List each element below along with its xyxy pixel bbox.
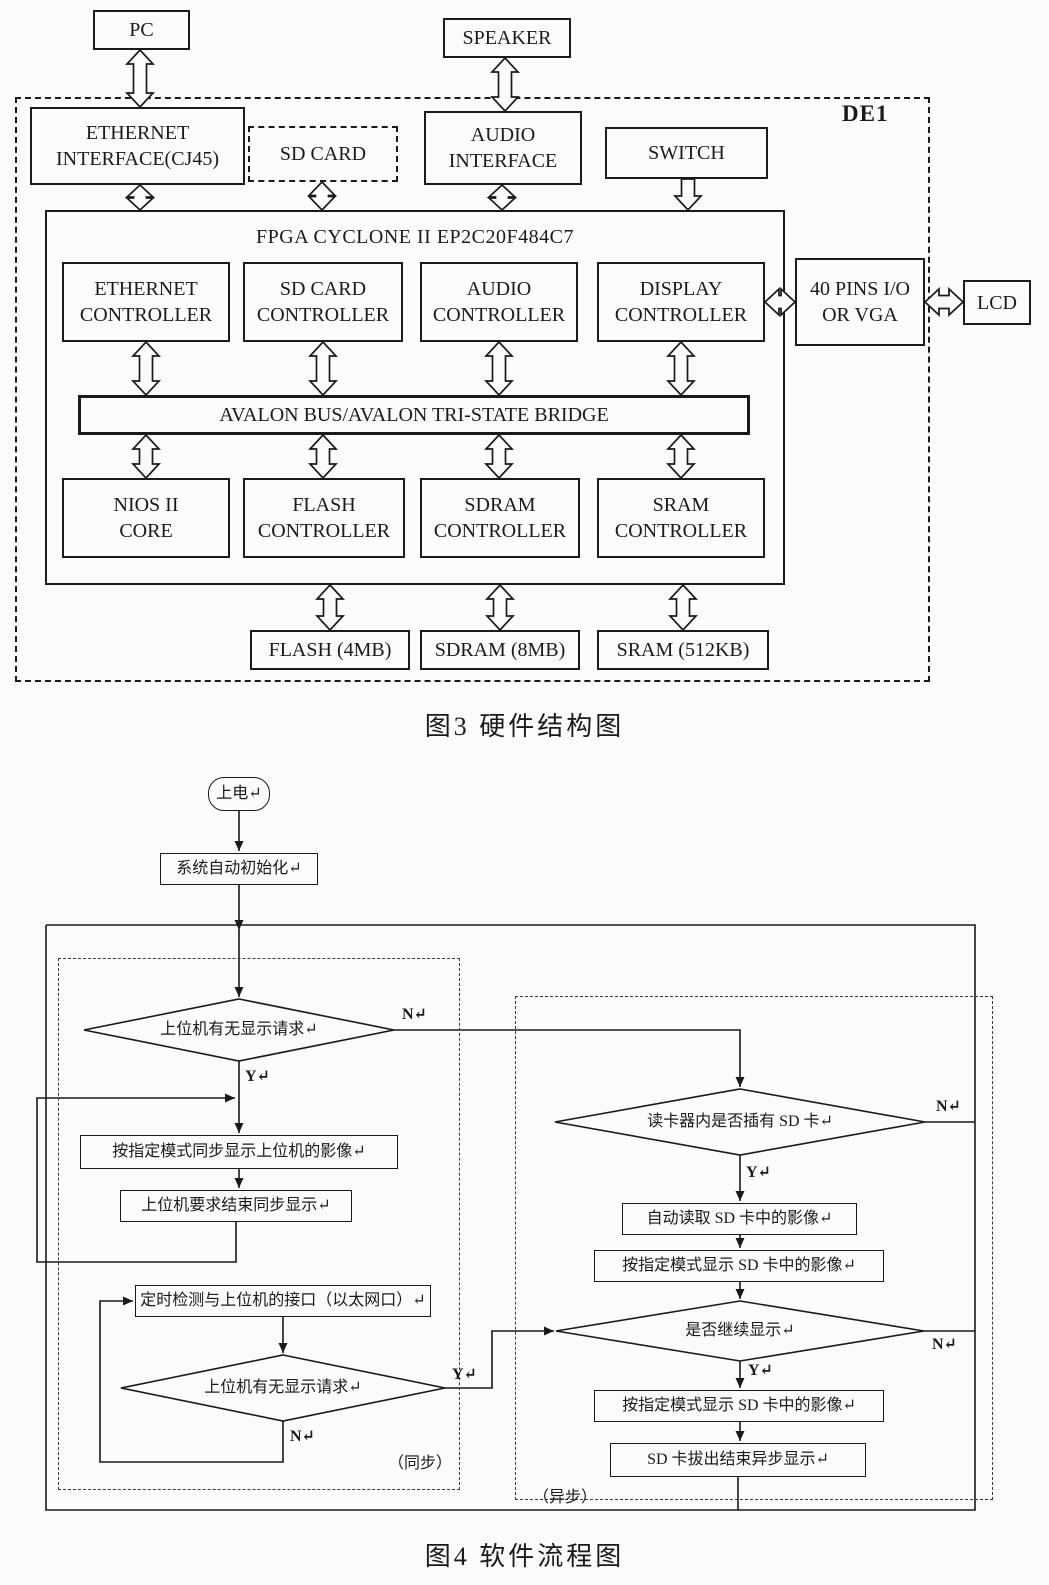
de1-board-label: DE1 <box>842 101 889 126</box>
branch-label-no-1: N↵ <box>402 1006 427 1023</box>
auto-init-node: 系统自动初始化↵ <box>160 853 318 885</box>
branch-label-yes-4: Y↵ <box>748 1362 773 1379</box>
sram-controller-box: SRAM CONTROLLER <box>597 478 765 558</box>
audio-interface-box: AUDIO INTERFACE <box>424 111 582 185</box>
flow-decision1-no <box>394 1029 741 1087</box>
flow-decision2-yes-arrowhead <box>544 1326 554 1336</box>
decision-host-request-2 <box>120 1354 446 1422</box>
flow-poweron-init-arrowhead <box>234 841 244 851</box>
branch-label-yes-3: Y↵ <box>746 1164 771 1181</box>
flow-merge-decision1-arrowhead <box>234 987 244 997</box>
flow-decision2-yes <box>445 1330 554 1389</box>
audio-controller-box: AUDIO CONTROLLER <box>420 262 578 342</box>
timer-check-node: 定时检测与上位机的接口（以太网口）↵ <box>135 1285 431 1317</box>
figure3-caption: 图3 硬件结构图 <box>424 712 625 741</box>
decision-sd-inserted <box>554 1088 926 1156</box>
lcd-box: LCD <box>963 280 1031 325</box>
flow-syncdisplay-endsync-arrowhead <box>234 1178 244 1188</box>
sd-removed-node: SD 卡拔出结束异步显示↵ <box>610 1443 866 1477</box>
branch-label-no-3: N↵ <box>936 1098 961 1115</box>
sdram-memory-box: SDRAM (8MB) <box>420 630 580 670</box>
flow-init-merge-arrowhead <box>234 920 244 930</box>
sdram-controller-box: SDRAM CONTROLLER <box>420 478 580 558</box>
flow-timercheck-decision2-arrowhead <box>278 1343 288 1353</box>
end-sync-node: 上位机要求结束同步显示↵ <box>120 1190 352 1222</box>
flow-decision3-yes-arrowhead <box>735 1191 745 1201</box>
flash-controller-box: FLASH CONTROLLER <box>243 478 405 558</box>
sd-card-controller-box: SD CARD CONTROLLER <box>243 262 403 342</box>
flow-readsd-displaysd1-arrowhead <box>735 1238 745 1248</box>
nios-core-box: NIOS II CORE <box>62 478 230 558</box>
switch-box: SWITCH <box>605 127 768 179</box>
de1-board-outline <box>15 97 930 682</box>
fpga-box <box>45 210 785 585</box>
fpga-title: FPGA CYCLONE II EP2C20F484C7 <box>256 226 574 248</box>
avalon-bridge-box: AVALON BUS/AVALON TRI-STATE BRIDGE <box>78 395 750 435</box>
figure4-caption: 图4 软件流程图 <box>424 1542 625 1571</box>
branch-label-yes-1: Y↵ <box>245 1068 270 1085</box>
flow-decision1-no-arrowhead <box>735 1077 745 1087</box>
display-controller-box: DISPLAY CONTROLLER <box>597 262 765 342</box>
ethernet-interface-box: ETHERNET INTERFACE(CJ45) <box>30 107 245 185</box>
flow-decision4-yes-arrowhead <box>735 1378 745 1388</box>
async-region-outline <box>515 996 993 1500</box>
ethernet-controller-box: ETHERNET CONTROLLER <box>62 262 230 342</box>
speaker-box: SPEAKER <box>443 18 571 58</box>
power-on-node: 上电↵ <box>208 777 270 811</box>
main-loop-path <box>45 924 976 1511</box>
branch-label-no-2: N↵ <box>290 1428 315 1445</box>
pc-box: PC <box>93 10 190 50</box>
pins-io-box: 40 PINS I/O OR VGA <box>795 258 925 346</box>
sram-memory-box: SRAM (512KB) <box>597 630 769 670</box>
flow-decision1-yes-arrowhead <box>234 1123 244 1133</box>
flow-decision2-no-loop-arrowhead <box>123 1296 133 1306</box>
auto-read-sd-node: 自动读取 SD 卡中的影像↵ <box>622 1203 857 1235</box>
sync-display-node: 按指定模式同步显示上位机的影像↵ <box>80 1135 398 1169</box>
decision-continue-display <box>555 1300 925 1362</box>
branch-label-yes-2: Y↵ <box>452 1366 477 1383</box>
flow-sync-loop <box>36 1097 237 1263</box>
flow-decision2-no-loop <box>99 1300 284 1463</box>
display-sd-node-2: 按指定模式显示 SD 卡中的影像↵ <box>594 1390 884 1422</box>
sync-region-outline <box>58 958 460 1490</box>
branch-label-no-4: N↵ <box>932 1336 957 1353</box>
flow-displaysd1-decision4-arrowhead <box>735 1289 745 1299</box>
flow-displaysd2-sdremoved-arrowhead <box>735 1431 745 1441</box>
display-sd-node-1: 按指定模式显示 SD 卡中的影像↵ <box>594 1250 884 1282</box>
decision-host-request-1 <box>83 998 395 1062</box>
flow-sync-loop-arrowhead <box>225 1093 235 1103</box>
sd-card-box: SD CARD <box>248 126 398 182</box>
flash-memory-box: FLASH (4MB) <box>250 630 410 670</box>
